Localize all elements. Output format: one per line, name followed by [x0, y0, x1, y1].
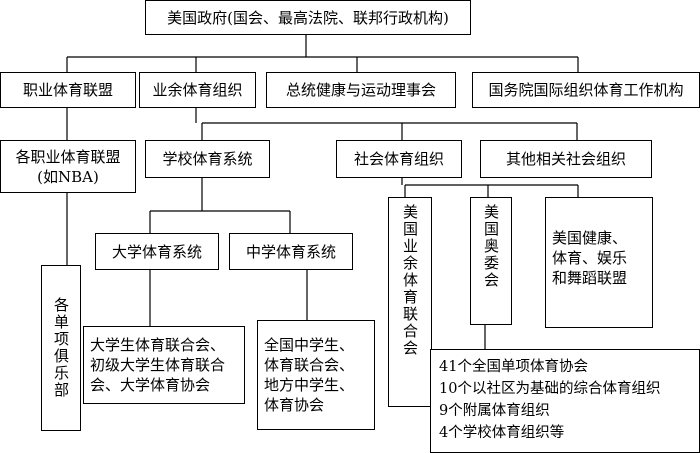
node-school-sports: 学校体育系统: [145, 140, 270, 178]
node-presidents-council: 总统健康与运动理事会: [266, 72, 456, 108]
node-usoc-members: 41个全国单项体育协会 10个以社区为基础的综合体育组织 9个附属体育组织 4个…: [430, 349, 700, 453]
node-pro-leagues-each: 各职业体育联盟 (如NBA): [0, 140, 136, 193]
node-college-assoc: 大学生体育联合会、 初级大学生体育联合 会、大学体育协会: [83, 326, 245, 404]
node-government: 美国政府(国会、最高法院、联邦行政机构): [145, 0, 471, 35]
node-hs-assoc: 全国中学生、 体育联合会、 地方中学生、 体育协会: [257, 320, 375, 430]
node-other-social: 其他相关社会组织: [480, 140, 652, 178]
node-college-sports: 大学体育系统: [95, 233, 219, 270]
node-aau-label: 美国业余体育联合会: [401, 204, 419, 357]
node-pro-leagues: 职业体育联盟: [0, 72, 136, 108]
node-state-dept-office: 国务院国际组织体育工作机构: [472, 72, 700, 108]
node-social-org: 社会体育组织: [336, 140, 462, 178]
node-clubs-label: 各单项俱乐部: [52, 297, 70, 399]
node-amateur-org: 业余体育组织: [139, 72, 256, 108]
node-clubs: 各单项俱乐部: [41, 265, 81, 431]
node-usoc: 美国奥委会: [470, 197, 512, 325]
node-aahperd: 美国健康、 体育、娱乐 和舞蹈联盟: [545, 197, 653, 328]
node-aau: 美国业余体育联合会: [388, 197, 432, 407]
node-highschool-sports: 中学体育系统: [229, 233, 353, 270]
node-usoc-label: 美国奥委会: [482, 204, 500, 289]
